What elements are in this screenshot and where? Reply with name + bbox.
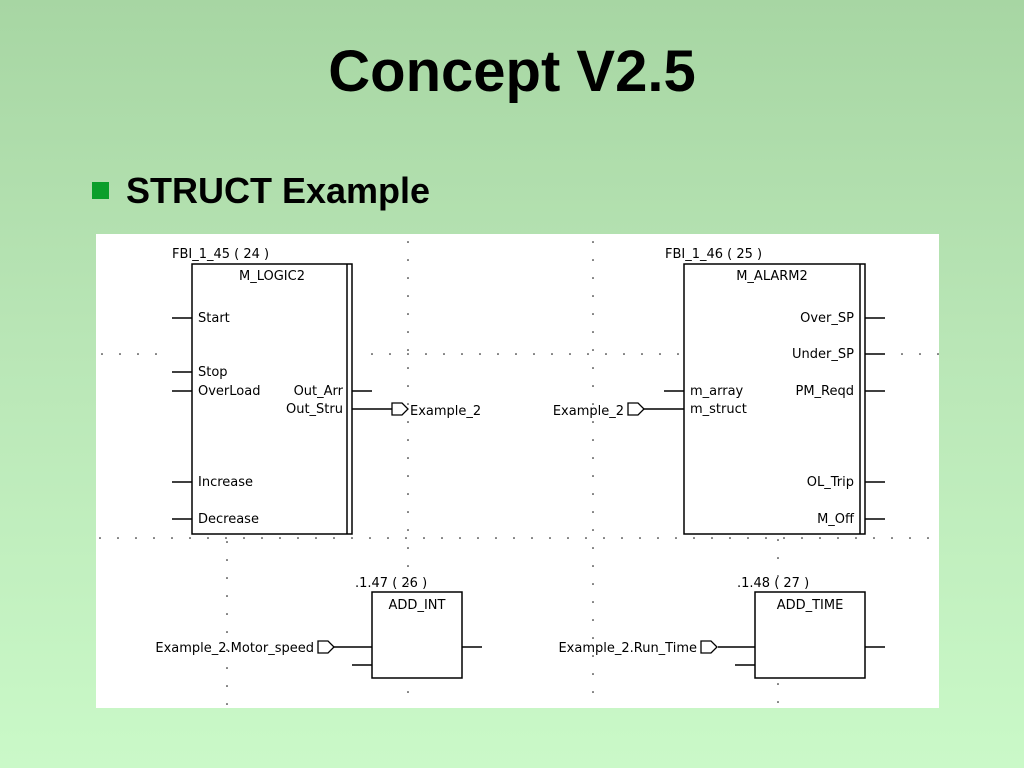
block1-input-stop: Stop <box>198 365 228 380</box>
fbd-diagram: FBI_1_45 ( 24 ) M_LOGIC2 Start Stop Over… <box>99 241 939 708</box>
function-block-add-int[interactable]: .1.47 ( 26 ) ADD_INT <box>334 576 482 679</box>
block1-frame <box>191 263 353 535</box>
run-time-label: Example_2.Run_Time <box>558 641 697 656</box>
input-variable-example-2[interactable]: Example_2 <box>553 402 684 419</box>
block2-input-m-array: m_array <box>690 384 744 399</box>
block1-output-pins <box>352 390 392 410</box>
block1-input-overload: OverLoad <box>198 384 260 399</box>
block1-input-pins <box>172 317 192 520</box>
out-variable-arrow-icon <box>391 402 409 416</box>
input-variable-motor-speed[interactable]: Example_2.Motor_speed <box>155 640 335 656</box>
block1-output-out-arr: Out_Arr <box>294 384 344 399</box>
block1-input-increase: Increase <box>198 475 253 490</box>
block4-frame <box>754 591 866 679</box>
block2-input-m-struct: m_struct <box>690 402 747 417</box>
block2-output-ol-trip: OL_Trip <box>807 475 854 490</box>
in-variable-label: Example_2 <box>553 404 624 419</box>
block4-type-label: ADD_TIME <box>777 598 844 613</box>
motor-speed-label: Example_2.Motor_speed <box>155 641 314 656</box>
block1-input-start: Start <box>198 311 230 326</box>
input-variable-run-time[interactable]: Example_2.Run_Time <box>558 640 718 656</box>
block2-type-label: M_ALARM2 <box>736 269 808 284</box>
block2-output-under-sp: Under_SP <box>792 347 854 362</box>
bullet-text: STRUCT Example <box>126 170 431 211</box>
block2-frame <box>683 263 866 535</box>
function-block-add-time[interactable]: .1.48 ( 27 ) ADD_TIME <box>718 576 885 679</box>
function-block-m-alarm2[interactable]: FBI_1_46 ( 25 ) M_ALARM2 m_array m_struc… <box>664 247 885 535</box>
function-block-m-logic2[interactable]: FBI_1_45 ( 24 ) M_LOGIC2 Start Stop Over… <box>172 247 392 535</box>
block2-output-over-sp: Over_SP <box>800 311 854 326</box>
block3-type-label: ADD_INT <box>389 598 446 613</box>
block1-output-out-stru: Out_Stru <box>286 402 343 417</box>
block1-input-decrease: Decrease <box>198 512 259 527</box>
output-variable-example-2[interactable]: Example_2 <box>391 402 481 419</box>
block2-output-pm-reqd: PM_Reqd <box>795 384 854 399</box>
block3-frame <box>371 591 463 679</box>
block3-instance-label: .1.47 ( 26 ) <box>355 576 427 591</box>
in-variable-arrow-icon <box>627 402 645 416</box>
fbd-diagram-canvas: FBI_1_45 ( 24 ) M_LOGIC2 Start Stop Over… <box>96 234 939 708</box>
block1-instance-label: FBI_1_45 ( 24 ) <box>172 247 269 262</box>
block2-output-pins <box>865 317 885 520</box>
bullet-square-icon <box>92 182 109 199</box>
run-time-arrow-icon <box>700 640 718 654</box>
out-variable-label: Example_2 <box>410 404 481 419</box>
block1-type-label: M_LOGIC2 <box>239 269 305 284</box>
block4-instance-label: .1.48 ( 27 ) <box>737 576 809 591</box>
block2-output-m-off: M_Off <box>817 512 855 527</box>
block2-instance-label: FBI_1_46 ( 25 ) <box>665 247 762 262</box>
motor-speed-arrow-icon <box>317 640 335 654</box>
grid-dots <box>99 241 939 708</box>
slide-title: Concept V2.5 <box>328 39 696 104</box>
